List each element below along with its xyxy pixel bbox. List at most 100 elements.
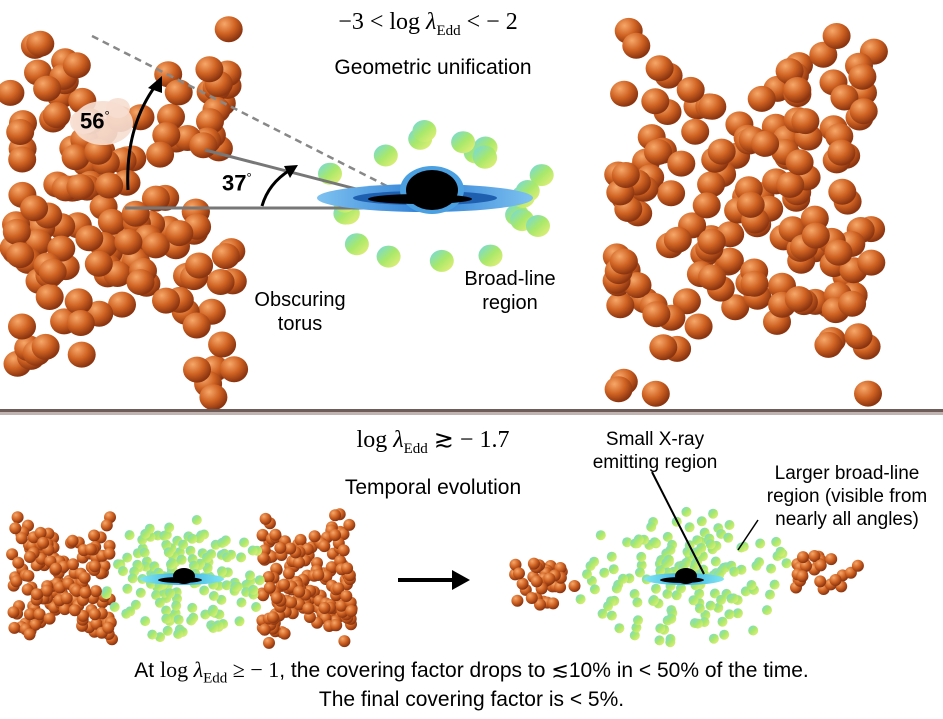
blr-cloud [202,552,212,563]
torus-clump [824,239,853,266]
torus-clump [697,228,726,255]
blr-cloud [199,585,210,596]
torus-clump [293,585,306,598]
blr-cloud [121,608,132,619]
torus-clump [141,232,170,259]
torus-clump [525,592,538,604]
blr-cloud [648,596,659,606]
obscuring-torus-left-clumps [0,16,249,411]
blr-cloud [118,566,128,577]
torus-clump [31,333,60,360]
torus-clump [568,580,581,592]
torus-clump [60,592,73,605]
torus-clump [152,122,181,149]
torus-clump [37,536,50,549]
blr-cloud [155,632,166,643]
blr-cloud [710,556,721,567]
blr-cloud [597,608,608,619]
blr-cloud [766,563,777,574]
torus-clump [604,376,633,403]
torus-clump [308,530,321,543]
blr-cloud [719,629,730,640]
torus-clump [623,272,652,299]
blr-cloud [740,586,751,597]
torus-clump [796,570,809,583]
torus-clump [0,79,25,106]
blr-cloud [473,146,498,169]
torus-clump [40,584,53,597]
blr-cloud [171,600,182,611]
blr-cloud [622,537,633,548]
blr-cloud [247,545,258,556]
blr-cloud [728,593,739,604]
blr-cloud [781,558,792,569]
torus-clump [6,242,35,269]
obscuring-torus-right-clumps [602,17,888,407]
torus-clump [8,146,37,173]
torus-clump [66,310,95,336]
torus-clump [697,171,726,198]
torus-clump [22,569,35,582]
blr-cloud [665,545,676,555]
torus-clump [26,30,55,57]
torus-clump [527,557,540,570]
blr-cloud [708,508,719,519]
torus-clump [849,98,878,125]
angle-label-backdrop [70,98,133,145]
blr-cloud [636,551,647,562]
torus-clump [263,581,276,594]
obscuring-torus-label: Obscuring torus [254,289,346,335]
blr-cloud [705,539,716,550]
blr-cloud [188,560,199,571]
blr-cloud [629,589,640,599]
blr-cloud [688,595,699,606]
torus-clump [23,608,36,621]
blr-cloud [729,566,740,577]
torus-clump [828,178,857,205]
blr-cloud [651,583,661,594]
torus-clump [257,552,270,565]
blr-cloud [629,630,640,641]
footer-line-1: At log λEdd ≥ − 1, the covering factor d… [134,657,809,687]
torus-clump [78,571,91,584]
torus-clump [61,144,90,171]
torus-clump [88,608,101,621]
larger-blr-label: Larger broad-line region (visible from n… [766,463,928,530]
blr-cloud [239,537,250,548]
torus-clump [791,108,820,135]
torus-clump [66,534,79,547]
blr-cloud [608,564,619,575]
blr-cloud [696,516,707,527]
blr-cloud [373,144,398,167]
blr-cloud [575,594,586,605]
blr-cloud [159,530,170,541]
torus-clump [34,526,47,539]
torus-clump [100,519,113,532]
torus-clump [829,574,842,586]
torus-clump [66,174,95,200]
torus-clump [269,528,282,541]
torus-clump [698,264,726,291]
torus-clump [285,596,298,609]
blr-cloud [165,588,176,599]
blr-cloud [589,584,600,595]
torus-clump [8,313,36,340]
blr-cloud [208,591,219,601]
torus-clump [9,522,22,535]
blr-cloud [208,623,219,633]
torus-clump [7,606,20,619]
blr-cloud [595,530,606,541]
blr-cloud [140,616,151,627]
blr-cloud [606,610,617,621]
torus-clump [278,627,291,640]
blr-cloud [187,602,198,613]
torus-clump [20,195,49,222]
blr-cloud [234,616,245,627]
torus-clump [830,84,859,111]
torus-clump [341,562,354,575]
torus-clump [49,562,62,575]
torus-clump [345,605,358,617]
blr-cloud [109,602,120,612]
blr-cloud [709,588,720,599]
